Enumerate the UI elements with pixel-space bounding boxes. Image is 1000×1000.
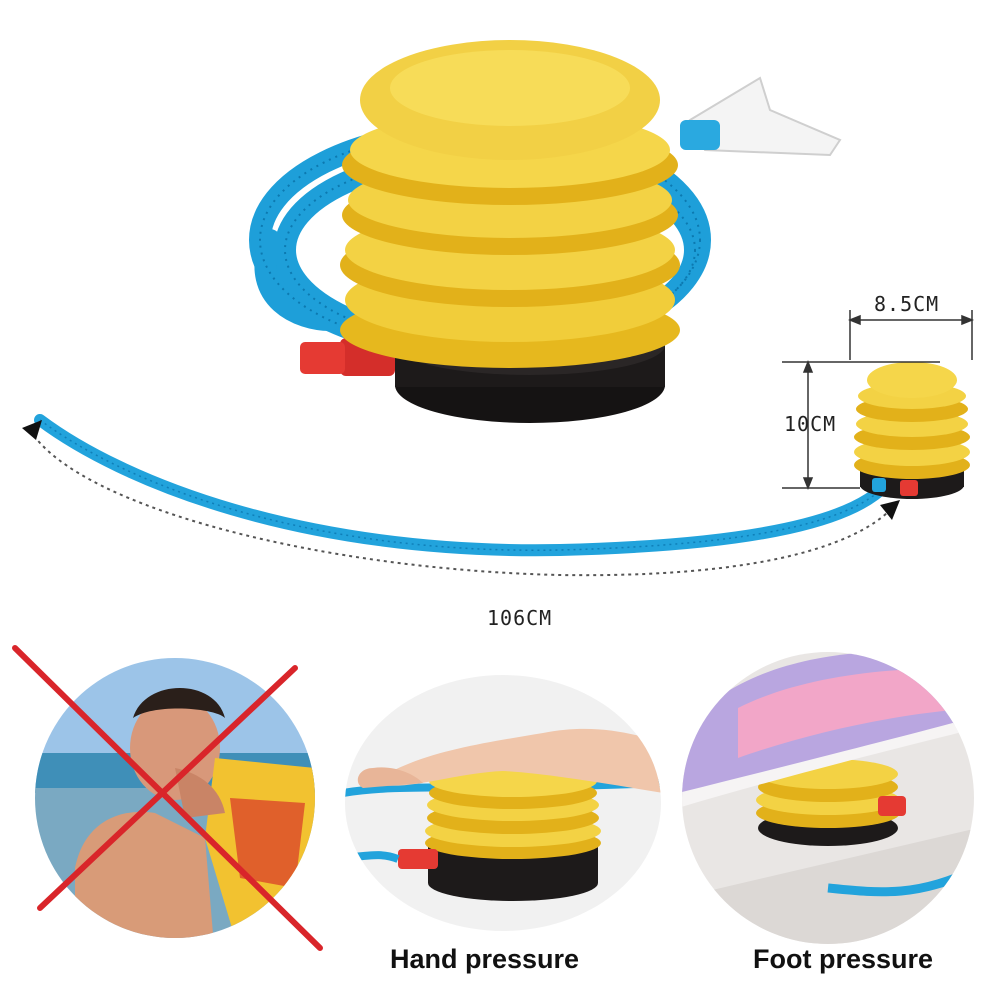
width-dimension (847, 310, 975, 360)
main-pump-illustration (22, 40, 975, 577)
hose-length-label: 106CM (487, 606, 553, 630)
person-head (130, 696, 220, 800)
mouth-inflation-panel (12, 645, 323, 951)
arrow-right-icon (880, 500, 900, 520)
height-label: 10CM (784, 412, 837, 436)
nozzle-adapter (680, 76, 842, 157)
foot-pressure-panel (682, 652, 974, 944)
foot-pressure-caption: Foot pressure (753, 944, 934, 974)
hand-pressure-panel (345, 675, 661, 931)
hand (373, 728, 661, 793)
arrow-left-icon (22, 420, 42, 440)
person-silhouette (75, 811, 215, 938)
hand-pressure-caption: Hand pressure (390, 944, 580, 974)
length-measure-arc (29, 429, 896, 577)
height-dimension (782, 359, 940, 491)
red-cross-icon (12, 645, 323, 951)
small-pump (854, 362, 970, 499)
width-label: 8.5CM (874, 292, 940, 316)
yellow-bellows (340, 40, 680, 368)
long-hose (34, 414, 896, 557)
